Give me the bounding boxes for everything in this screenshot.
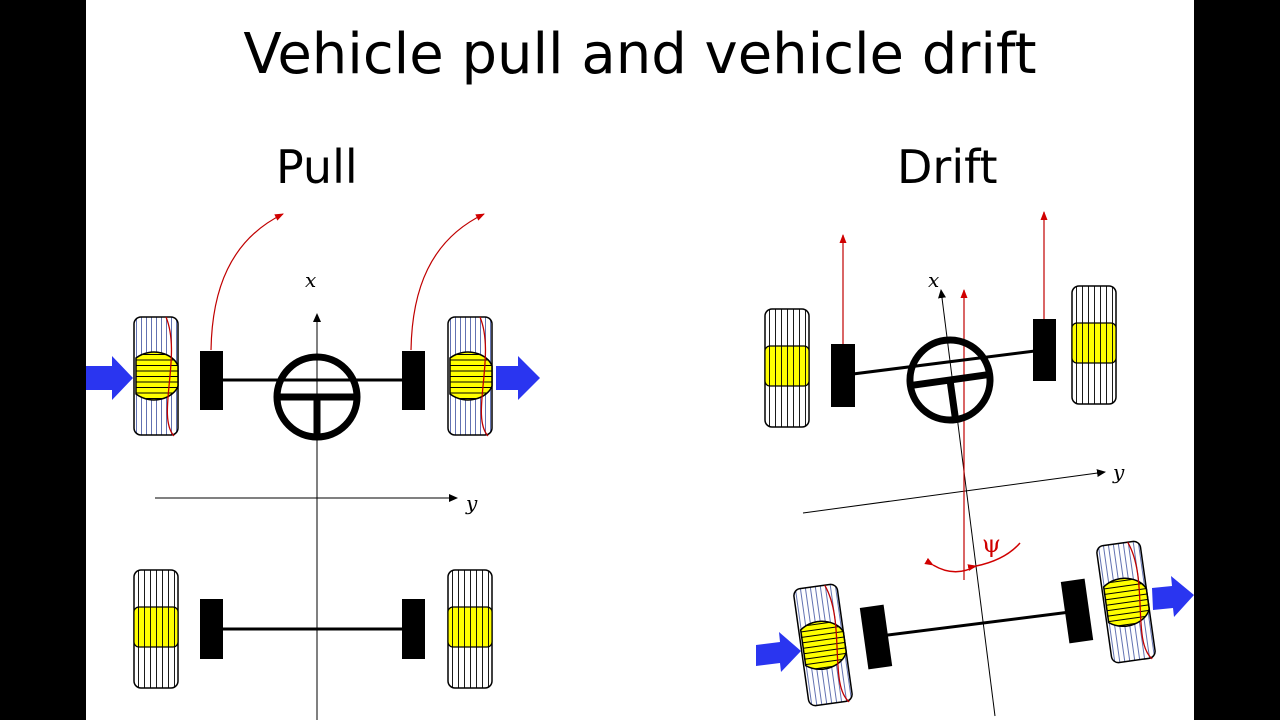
drift-front-right-hub <box>1033 319 1056 381</box>
drift-x-axis <box>938 289 996 717</box>
steering-wheel-icon <box>905 335 995 425</box>
force-arrow-icon <box>496 356 540 400</box>
drift-x-label: x <box>928 268 939 292</box>
pull-rear-right-hub <box>402 599 425 659</box>
drift-rear-right-hub <box>1060 578 1094 644</box>
force-arrow-icon <box>756 632 801 672</box>
psi-label: ψ <box>982 530 1001 558</box>
pull-front-left-wheel <box>133 316 179 437</box>
pull-rear-left-hub <box>200 599 223 659</box>
trajectory-arrow-icon <box>410 213 485 351</box>
pull-front-left-hub <box>200 351 223 410</box>
drift-rear-right-wheel <box>1095 539 1157 666</box>
drift-front-left-wheel <box>764 308 810 428</box>
pull-panel: x y <box>86 213 540 720</box>
pull-front-right-wheel <box>447 316 493 437</box>
drift-front-right-wheel <box>1071 285 1117 405</box>
drift-front-axle <box>844 348 1044 377</box>
psi-angle-arc <box>967 542 1021 572</box>
drift-y-axis <box>802 469 1106 514</box>
drift-y-label: y <box>1112 460 1125 484</box>
drift-rear-axle <box>879 609 1079 638</box>
pull-rear-right-wheel <box>447 569 493 689</box>
pull-y-label: y <box>465 491 478 515</box>
pull-rear-left-wheel <box>133 569 179 689</box>
psi-angle-arc <box>924 557 977 573</box>
drift-panel: x y ψ <box>756 211 1194 717</box>
drift-heading: Drift <box>897 140 998 194</box>
drift-rear-left-hub <box>859 604 893 670</box>
force-arrow-icon <box>86 356 133 400</box>
vehicle-diagram: x y x <box>86 211 1194 720</box>
slide: Vehicle pull and vehicle drift Pull Drif… <box>86 0 1194 720</box>
drift-front-left-hub <box>831 344 855 407</box>
drift-rear-left-wheel <box>792 582 854 709</box>
slide-title: Vehicle pull and vehicle drift <box>243 22 1037 87</box>
pull-x-label: x <box>305 268 316 292</box>
pull-heading: Pull <box>276 140 358 194</box>
trajectory-arrow-icon <box>210 213 284 351</box>
pull-front-right-hub <box>402 351 425 410</box>
force-arrow-icon <box>1152 576 1194 617</box>
